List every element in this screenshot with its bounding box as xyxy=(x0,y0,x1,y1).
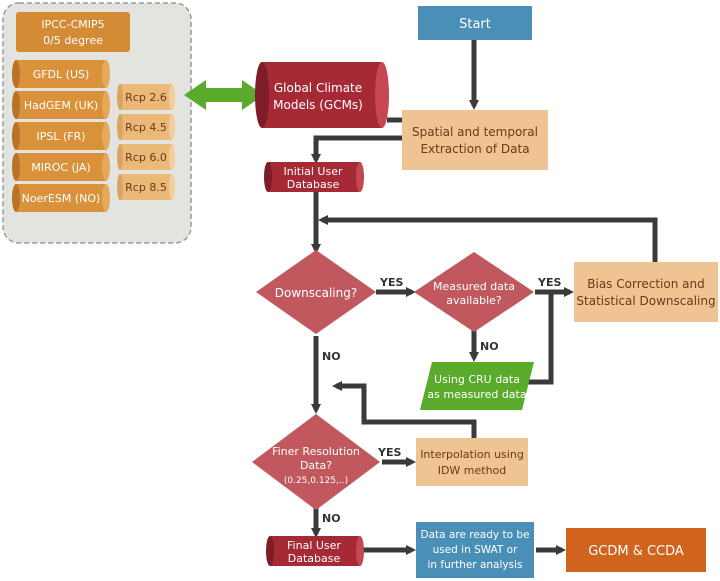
initial-db-label-line1: Initial User xyxy=(283,165,342,178)
final-db-label-line1: Final User xyxy=(287,539,341,552)
cru-node: Using CRU data as measured data xyxy=(420,362,534,410)
finer-label-line2: Data? xyxy=(300,459,332,472)
connectors xyxy=(311,40,658,555)
start-label: Start xyxy=(459,17,491,32)
initial-db-label-line2: Database xyxy=(287,178,340,191)
model-label: MIROC (JA) xyxy=(31,161,90,174)
finer-label-line1: Finer Resolution xyxy=(272,445,360,458)
initial-db-node: Initial User Database xyxy=(264,162,364,192)
gcm-label-line1: Global Climate xyxy=(274,81,362,95)
yes-downscaling-label: YES xyxy=(379,276,403,289)
gcm-node: Global Climate Models (GCMs) xyxy=(255,62,389,128)
ready-label-line2: used in SWAT or xyxy=(433,544,519,556)
start-node: Start xyxy=(418,6,532,40)
gcdm-ccda-node: GCDM & CCDA xyxy=(566,528,706,572)
model-label: IPSL (FR) xyxy=(36,130,85,143)
model-label: NoerESM (NO) xyxy=(22,192,101,205)
measured-decision: Measured data available? xyxy=(414,252,534,332)
yes-finer-label: YES xyxy=(377,446,401,459)
rcp-cylinder: Rcp 8.5 xyxy=(117,174,175,200)
ipcc-header-box xyxy=(16,12,130,52)
downscaling-decision: Downscaling? xyxy=(256,250,376,334)
rcp-label: Rcp 8.5 xyxy=(125,181,167,194)
bias-label-line2: Statistical Downscaling xyxy=(576,294,715,308)
rcp-label: Rcp 4.5 xyxy=(125,121,167,134)
model-label: HadGEM (UK) xyxy=(24,99,98,112)
model-label: GFDL (US) xyxy=(33,68,90,81)
ready-label-line1: Data are ready to be xyxy=(421,529,530,541)
interp-label-line1: Interpolation using xyxy=(420,448,524,461)
bias-label-line1: Bias Correction and xyxy=(587,277,704,291)
measured-label-line2: available? xyxy=(446,294,502,307)
interp-label-line2: IDW method xyxy=(438,464,507,477)
rcp-label: Rcp 2.6 xyxy=(125,91,167,104)
rcp-cylinder: Rcp 4.5 xyxy=(117,114,175,140)
finer-resolution-decision: Finer Resolution Data? (0.25,0.125,..) xyxy=(252,414,380,510)
ready-node: Data are ready to be used in SWAT or in … xyxy=(416,522,534,578)
downscaling-label: Downscaling? xyxy=(275,286,357,300)
measured-label-line1: Measured data xyxy=(433,280,515,293)
model-cylinder: MIROC (JA) xyxy=(12,153,110,181)
final-db-node: Final User Database xyxy=(266,536,364,566)
model-cylinder: GFDL (US) xyxy=(12,60,110,88)
gcm-label-line2: Models (GCMs) xyxy=(273,98,363,112)
interpolation-node: Interpolation using IDW method xyxy=(416,438,528,486)
finer-label-line3: (0.25,0.125,..) xyxy=(284,476,348,486)
yes-measured-label: YES xyxy=(537,276,561,289)
model-cylinder: IPSL (FR) xyxy=(12,122,110,150)
rcp-cylinder: Rcp 2.6 xyxy=(117,84,175,110)
cru-label-line1: Using CRU data xyxy=(434,373,520,386)
rcp-label: Rcp 6.0 xyxy=(125,151,167,164)
bias-correction-node: Bias Correction and Statistical Downscal… xyxy=(574,262,718,322)
extraction-node: Spatial and temporal Extraction of Data xyxy=(402,110,548,170)
ipcc-header-label: IPCC-CMIP5 xyxy=(41,18,104,31)
extraction-label-line1: Spatial and temporal xyxy=(412,125,538,139)
extraction-label-line2: Extraction of Data xyxy=(420,142,529,156)
model-cylinder: NoerESM (NO) xyxy=(12,184,110,212)
ipcc-subheader-label: 0/5 degree xyxy=(43,34,103,47)
green-double-arrow xyxy=(184,80,264,110)
rcp-cylinder: Rcp 6.0 xyxy=(117,144,175,170)
no-finer-label: NO xyxy=(322,512,341,525)
no-downscaling-label: NO xyxy=(322,350,341,363)
final-db-label-line2: Database xyxy=(288,552,341,565)
gcdm-label: GCDM & CCDA xyxy=(588,544,684,559)
cru-label-line2: as measured data xyxy=(427,388,526,401)
ready-label-line3: in further analysis xyxy=(428,559,523,571)
no-measured-label: NO xyxy=(480,340,499,353)
model-cylinder: HadGEM (UK) xyxy=(12,91,110,119)
